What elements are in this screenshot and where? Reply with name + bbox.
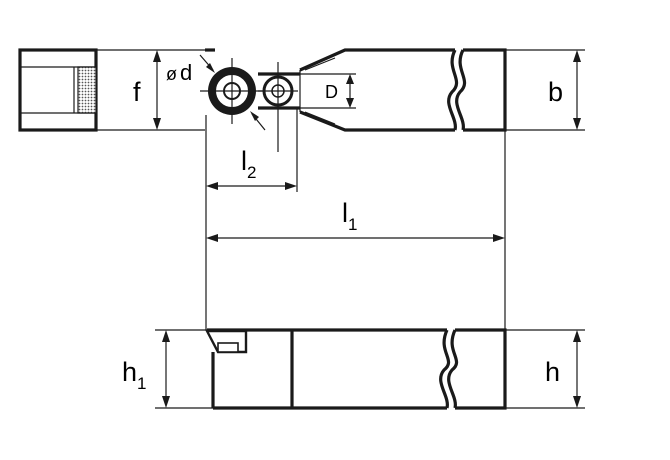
label-b: b [548,77,563,107]
side-view: h1 h [122,328,585,410]
holder-body-side [205,328,507,410]
label-l1-sub: 1 [348,215,357,234]
dimension-h [573,330,581,408]
dimension-h1 [162,330,170,408]
dimension-f [153,50,161,130]
label-D: D [325,82,338,102]
diameter-symbol: ø [166,64,177,84]
label-h: h [545,357,560,387]
end-view-insert-hatch [77,66,97,114]
dimension-D [300,73,356,109]
label-l2-sub: 2 [247,163,256,182]
dimension-b [573,50,581,130]
label-h1-sub: 1 [137,374,146,393]
end-view [18,48,98,132]
diameter-leaders [199,54,266,131]
label-l2: l2 [241,146,256,182]
label-h1-main: h [122,357,137,387]
length-dimensions: l2 l1 [205,108,506,330]
label-l1: l1 [342,198,357,234]
diameter-d: d [180,60,192,85]
holder-body-top [205,48,585,132]
label-h1: h1 [122,357,147,393]
clamp-screw [258,62,300,152]
label-l1-main: l [342,198,348,228]
round-insert [200,58,264,124]
label-l2-main: l [241,146,247,176]
label-f: f [133,77,141,107]
